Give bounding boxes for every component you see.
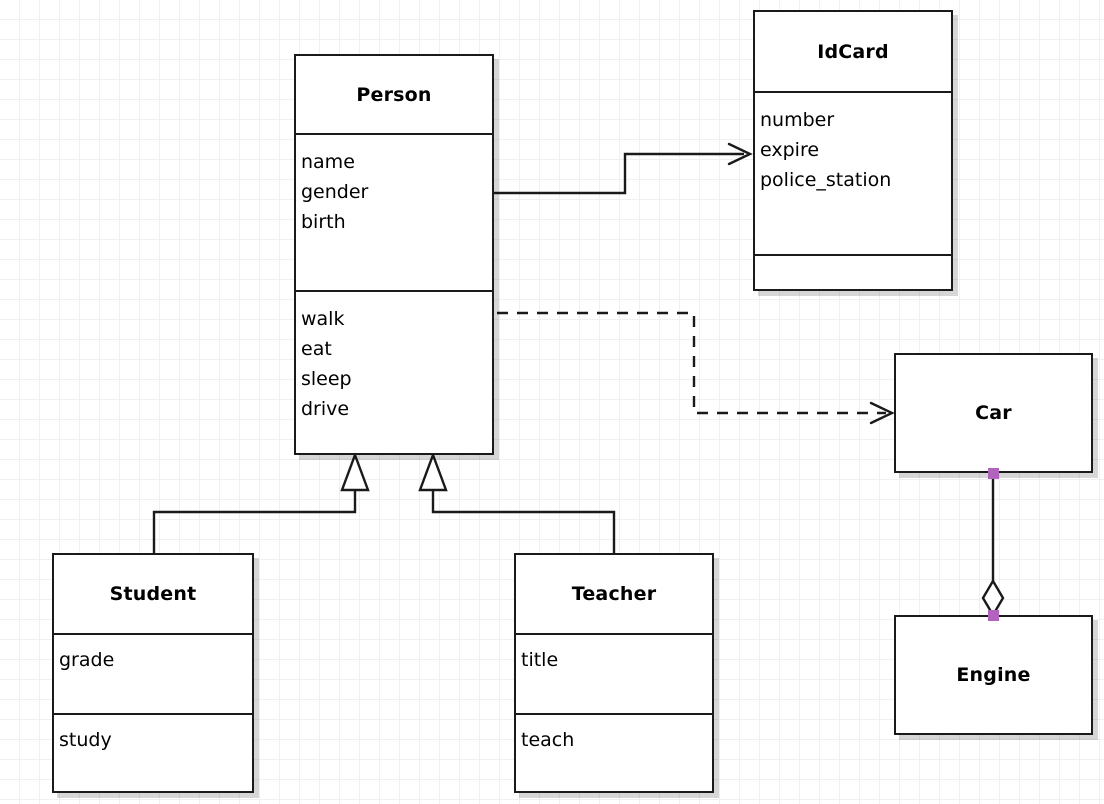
class-name-label: Car <box>975 402 1012 424</box>
attribute-item: police_station <box>760 169 892 191</box>
connection-handle-car-bottom[interactable] <box>988 468 999 479</box>
operation-item: eat <box>301 338 332 360</box>
attribute-item: expire <box>760 139 820 161</box>
uml-class-person[interactable]: Person name gender birth walk eat sleep … <box>294 54 494 455</box>
open-arrowhead-icon <box>869 401 895 425</box>
open-arrowhead-icon <box>727 142 753 166</box>
class-title-teacher: Teacher <box>516 555 712 633</box>
attribute-item: birth <box>301 211 346 233</box>
class-name-label: Engine <box>956 664 1031 686</box>
attribute-item: name <box>301 151 355 173</box>
class-title-engine: Engine <box>896 617 1091 733</box>
class-operations-person: walk eat sleep drive <box>296 290 492 455</box>
class-operations-idcard <box>755 254 951 289</box>
operation-item: walk <box>301 308 345 330</box>
class-name-label: Person <box>356 83 432 106</box>
attribute-item: gender <box>301 181 369 203</box>
generalization-student-person[interactable] <box>152 451 370 553</box>
class-attributes-teacher: title <box>516 633 712 713</box>
class-attributes-student: grade <box>54 633 252 713</box>
operation-item: drive <box>301 398 350 420</box>
aggregation-car-engine[interactable] <box>981 473 1005 618</box>
uml-class-car[interactable]: Car <box>894 353 1093 473</box>
class-attributes-idcard: number expire police_station <box>755 91 951 254</box>
class-name-label: Teacher <box>571 583 657 605</box>
hollow-triangle-icon <box>418 451 448 492</box>
uml-class-student[interactable]: Student grade study <box>52 553 254 793</box>
hollow-triangle-icon <box>340 451 370 492</box>
association-person-idcard[interactable] <box>494 142 753 195</box>
dependency-person-car[interactable] <box>497 311 895 425</box>
class-name-label: Student <box>109 583 197 605</box>
class-title-car: Car <box>896 355 1091 471</box>
class-name-label: IdCard <box>817 40 889 63</box>
class-title-person: Person <box>296 56 492 133</box>
operation-item: teach <box>521 729 575 751</box>
operation-item: sleep <box>301 368 352 390</box>
attribute-item: grade <box>59 649 115 671</box>
class-title-student: Student <box>54 555 252 633</box>
uml-class-engine[interactable]: Engine <box>894 615 1093 735</box>
uml-class-teacher[interactable]: Teacher title teach <box>514 553 714 793</box>
attribute-item: title <box>521 649 559 671</box>
generalization-teacher-person[interactable] <box>418 451 616 553</box>
class-attributes-person: name gender birth <box>296 133 492 290</box>
attribute-item: number <box>760 109 835 131</box>
connection-handle-engine-top[interactable] <box>988 610 999 621</box>
operation-item: study <box>59 729 112 751</box>
uml-class-idcard[interactable]: IdCard number expire police_station <box>753 10 953 291</box>
class-title-idcard: IdCard <box>755 12 951 91</box>
class-operations-student: study <box>54 713 252 791</box>
class-operations-teacher: teach <box>516 713 712 791</box>
